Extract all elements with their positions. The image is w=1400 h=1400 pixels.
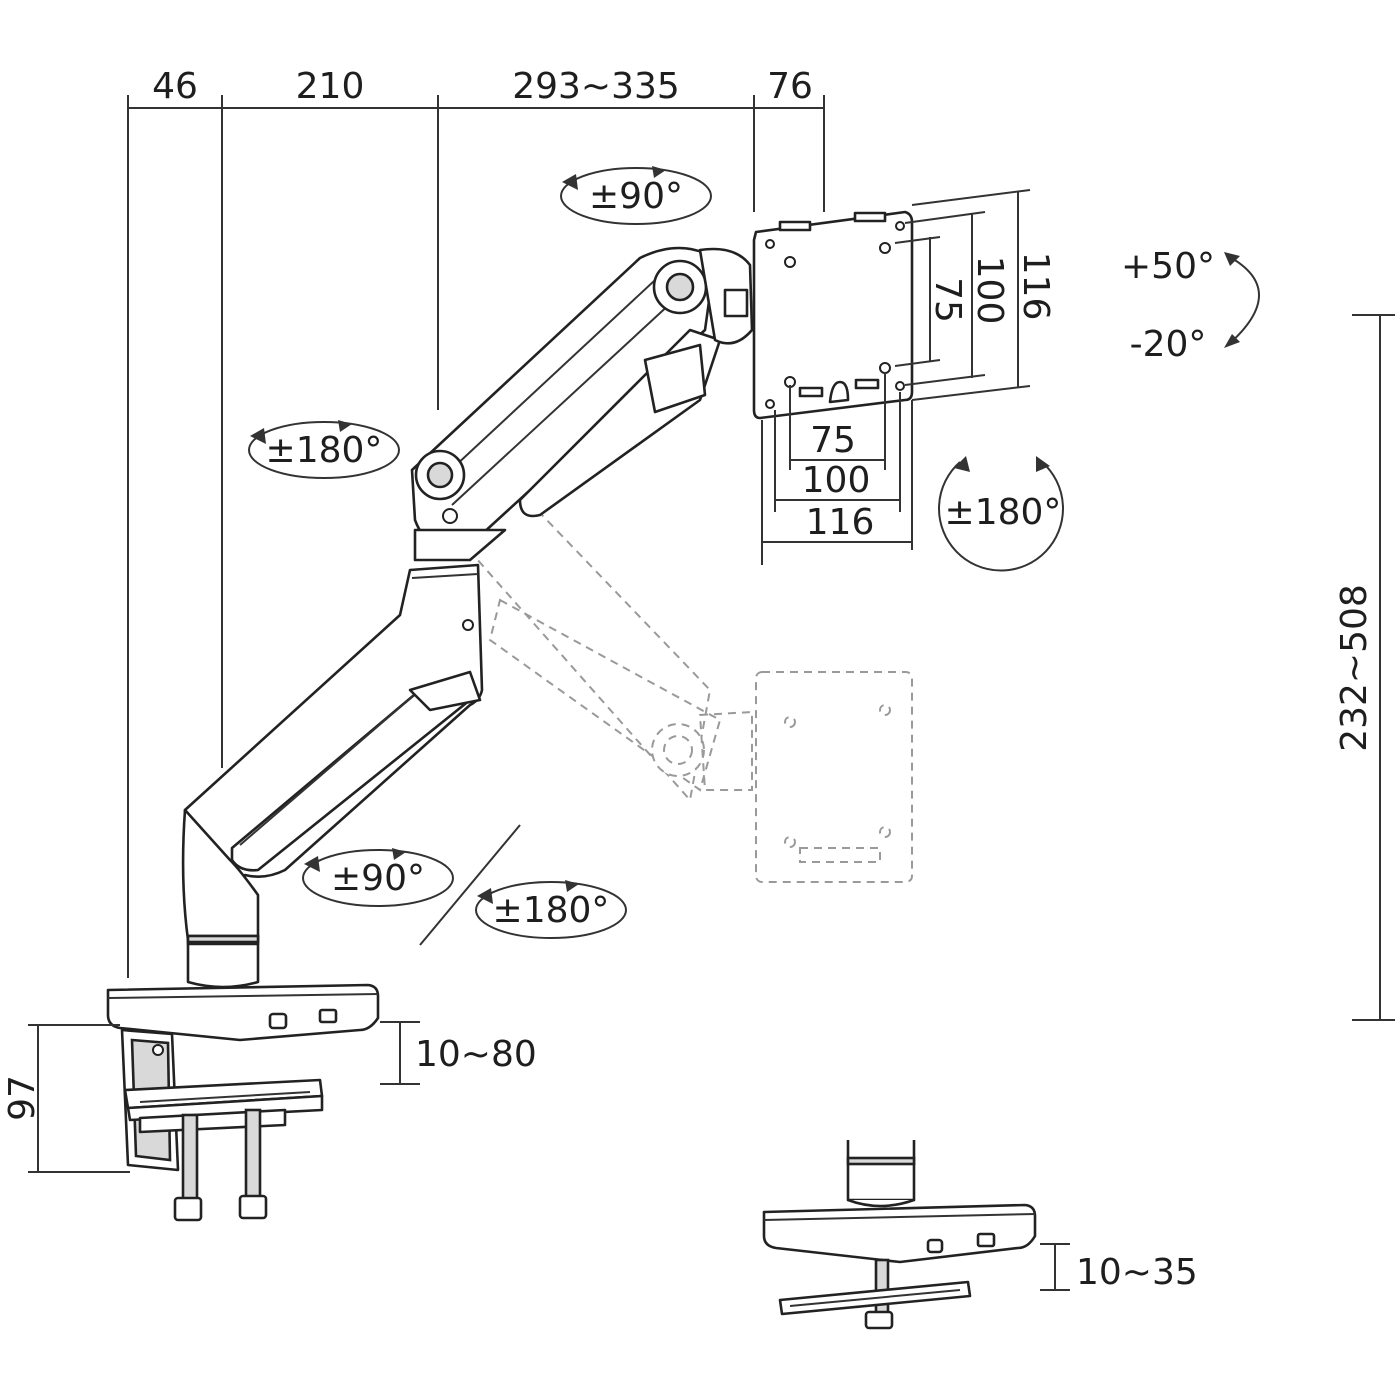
rotation-screen-label: ±180°: [945, 492, 1062, 533]
clamp-thickness-label: 10~80: [415, 1034, 537, 1075]
rotation-elbow-swivel-label: ±180°: [266, 430, 383, 471]
height-dimension: [1352, 314, 1395, 1021]
vesa-plate: [752, 210, 914, 420]
vesa-h116-label: 116: [806, 502, 875, 543]
vesa-v75-label: 75: [927, 277, 968, 323]
dim-293-335-label: 293~335: [512, 66, 680, 107]
height-range-label: 232~508: [1334, 584, 1375, 752]
rotation-elbow-swivel: [248, 420, 400, 479]
vesa-v116-label: 116: [1015, 252, 1056, 321]
grommet-thickness-label: 10~35: [1076, 1252, 1198, 1293]
vesa-h100-label: 100: [802, 460, 871, 501]
lower-arm: [183, 563, 484, 942]
rotation-lower-swivel-label: ±90°: [331, 858, 425, 899]
dim-46-label: 46: [152, 66, 198, 107]
upper-arm: [410, 246, 754, 562]
vesa-h75-label: 75: [810, 420, 856, 461]
grommet-base: [762, 1140, 1037, 1330]
clamp-base: [106, 983, 380, 1222]
top-dimension-lines: [127, 95, 825, 978]
grommet-thickness-dimension: [1040, 1243, 1070, 1291]
pole: [181, 808, 260, 989]
rotation-screen: [938, 456, 1064, 572]
vesa-vertical-dimensions: [894, 189, 1031, 401]
tilt-up-label: +50°: [1121, 246, 1215, 287]
rotation-lower-swivel: [302, 848, 454, 907]
rotation-top-swivel: [560, 166, 712, 225]
rotation-base-swivel: [419, 824, 627, 946]
clamp-depth-dimension: [28, 1024, 130, 1173]
ghost-arm-position: [458, 437, 913, 883]
tilt-arc: [1224, 252, 1260, 348]
vesa-v100-label: 100: [969, 256, 1010, 325]
dim-76-label: 76: [767, 66, 813, 107]
dim-210-label: 210: [296, 66, 365, 107]
tilt-down-label: -20°: [1130, 324, 1207, 365]
rotation-top-swivel-label: ±90°: [589, 176, 683, 217]
clamp-depth-label: 97: [2, 1075, 43, 1121]
vesa-horizontal-dimensions: [761, 372, 913, 565]
clamp-thickness-dimension: [380, 1021, 420, 1085]
rotation-base-swivel-label: ±180°: [493, 890, 610, 931]
